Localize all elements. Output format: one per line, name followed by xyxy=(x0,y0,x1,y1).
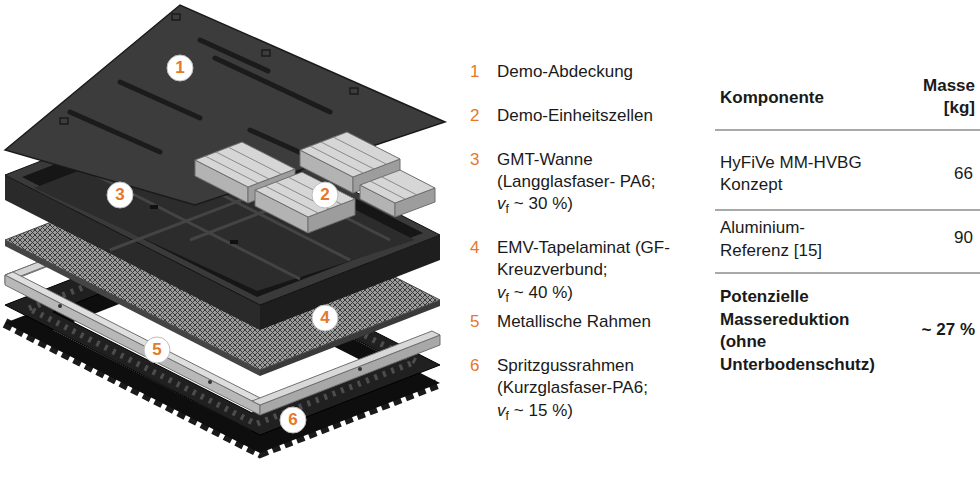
callout-number: 5 xyxy=(470,311,479,333)
callout-number: 3 xyxy=(470,149,479,171)
demo-cover xyxy=(5,5,445,205)
subscript: f xyxy=(506,291,509,305)
table-cell: Potenzielle Massereduktion (ohne Unterbo… xyxy=(720,286,898,376)
demo-cells xyxy=(195,132,435,233)
table-cell: ~ 27 % xyxy=(880,319,975,341)
symbol: v xyxy=(497,401,506,420)
callout-number: 5 xyxy=(144,337,170,363)
part-name: Spritzgussrahmen (Kurzglasfaser-PA6; xyxy=(497,355,687,399)
callout-number: 4 xyxy=(470,237,479,259)
callout-number: 1 xyxy=(167,55,193,81)
symbol: v xyxy=(497,283,506,302)
callout-number: 2 xyxy=(470,105,479,127)
table-cell: 90 xyxy=(895,227,973,249)
callout-number: 6 xyxy=(280,407,306,433)
fiber-fraction: vf ~ 30 %) xyxy=(497,193,573,220)
table-cell: Aluminium- Referenz [15] xyxy=(720,216,870,262)
fiber-value: ~ 40 %) xyxy=(514,283,573,302)
table-rules xyxy=(715,130,980,273)
callout-number: 2 xyxy=(312,182,338,208)
callout-number: 3 xyxy=(107,182,133,208)
table-cell: 66 xyxy=(895,163,973,185)
fiber-fraction: vf ~ 15 %) xyxy=(497,400,573,427)
part-name: GMT-Wanne (Langglasfaser- PA6; xyxy=(497,149,687,193)
symbol: v xyxy=(497,194,506,213)
callout-number: 1 xyxy=(470,61,479,83)
table-header: Masse [kg] xyxy=(895,75,975,119)
part-name: Metallische Rahmen xyxy=(497,311,687,333)
subscript: f xyxy=(506,202,509,216)
fiber-value: ~ 30 %) xyxy=(514,194,573,213)
table-cell: HyFiVe MM-HVBG Konzept xyxy=(720,152,885,196)
callout-circles xyxy=(107,55,338,433)
callout-number: 6 xyxy=(470,355,479,377)
callout-number: 4 xyxy=(312,305,338,331)
part-name: EMV-Tapelaminat (GF-Kreuzverbund; xyxy=(497,237,687,281)
fiber-fraction: vf ~ 40 %) xyxy=(497,282,573,309)
table-header: Komponente xyxy=(720,87,880,109)
part-name: Demo-Einheitszellen xyxy=(497,105,687,127)
fiber-value: ~ 15 %) xyxy=(514,401,573,420)
subscript: f xyxy=(506,409,509,423)
part-name: Demo-Abdeckung xyxy=(497,61,687,83)
